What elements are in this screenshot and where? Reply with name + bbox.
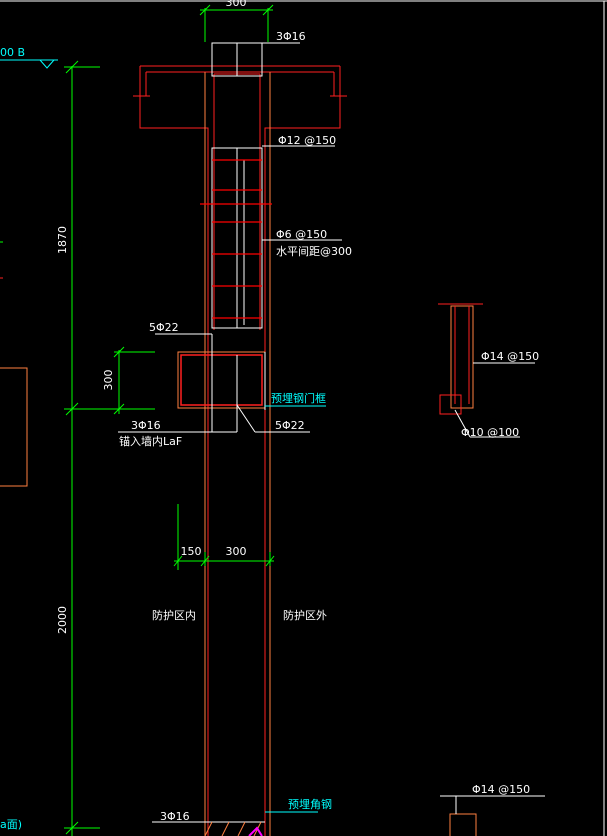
label-anchor-bar: 3Φ16 xyxy=(131,419,161,432)
vertical-dimension-line xyxy=(64,60,155,836)
label-niche-bottom-bar: 5Φ22 xyxy=(275,419,305,432)
slab-outline xyxy=(133,65,347,836)
level-marker: 00 B xyxy=(0,46,58,69)
label-section-bar: Φ14 @150 xyxy=(481,350,539,363)
wall-dimension xyxy=(173,504,275,570)
label-dist-bar-note: 水平间距@300 xyxy=(276,245,352,258)
section2-detail xyxy=(440,795,545,836)
label-section-stirrup: Φ10 @100 xyxy=(461,426,519,439)
niche-dimension xyxy=(113,346,155,415)
stirrup-column xyxy=(211,147,263,329)
label-zone-outside: 防护区外 xyxy=(283,608,327,622)
label-zone-inside: 防护区内 xyxy=(152,608,196,622)
label-bottom-note: 预埋角钢 xyxy=(288,798,332,811)
label-anchor-note: 锚入墙内LaF xyxy=(119,434,182,448)
wall-outline xyxy=(204,72,271,836)
level-tag: 00 B xyxy=(0,46,25,59)
dim-offset-left: 150 xyxy=(181,545,202,558)
anchor-leader xyxy=(118,404,310,433)
dim-niche-height: 300 xyxy=(102,370,115,391)
label-section2-bar: Φ14 @150 xyxy=(472,783,530,796)
label-stirrup-top: Φ12 @150 xyxy=(278,134,336,147)
label-bottom-bar: 3Φ16 xyxy=(160,810,190,823)
section-detail xyxy=(438,303,535,438)
dim-height-upper: 1870 xyxy=(56,226,69,254)
niche-box xyxy=(155,333,266,433)
label-dist-bar: Φ6 @150 xyxy=(276,228,327,241)
dim-height-lower: 2000 xyxy=(56,606,69,634)
label-niche-top-bar: 5Φ22 xyxy=(149,321,179,334)
stirrup-hatch xyxy=(200,159,272,319)
top-dimension xyxy=(199,4,274,42)
dim-top-width: 300 xyxy=(226,0,247,9)
label-top-rebar: 3Φ16 xyxy=(276,30,306,43)
bottom-detail xyxy=(152,811,318,836)
dim-wall-thickness: 300 xyxy=(226,545,247,558)
top-rebar-box xyxy=(211,42,300,77)
label-frame-note: 预埋钢门框 xyxy=(271,391,326,405)
edge-note: a面) xyxy=(0,818,22,831)
left-fragments xyxy=(0,241,28,487)
